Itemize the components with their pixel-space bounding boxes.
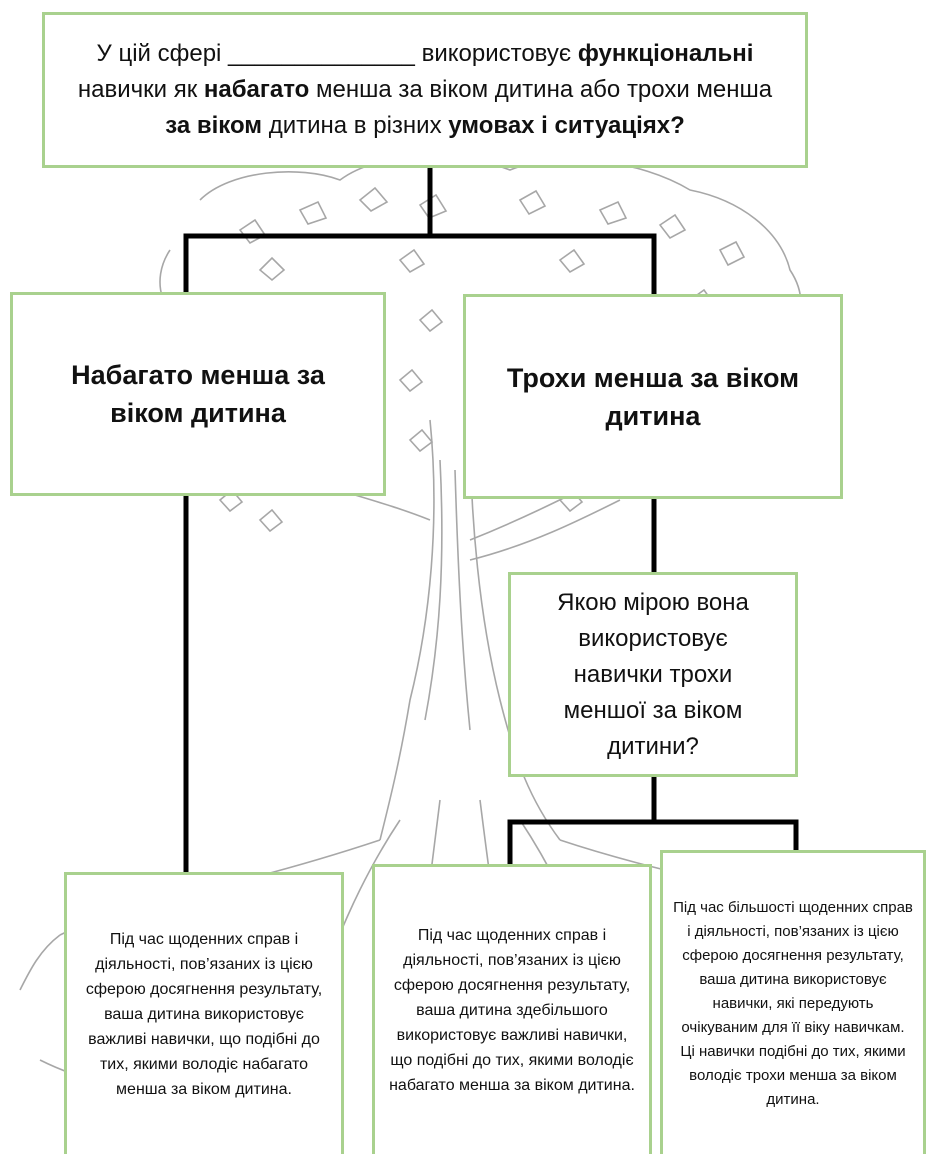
branch-much-younger: Набагато менша за віком дитина xyxy=(10,292,386,496)
branch-slightly-younger-label: Трохи менша за віком дитина xyxy=(506,362,800,431)
question-part: дитина в різних xyxy=(262,112,449,139)
leaf-text: Під час більшості щоденних справ і діяль… xyxy=(673,898,913,1108)
question-emphasis: набагато xyxy=(203,76,310,103)
question-emphasis: функціональні xyxy=(577,40,754,67)
leaf-text: Під час щоденних справ і діяльності, пов… xyxy=(389,927,635,1094)
followup-question-box: Якою мірою вона використовує навички тро… xyxy=(508,572,798,777)
question-emphasis: умовах і ситуаціях? xyxy=(448,112,685,139)
question-box: У цій сфері ______________ використовує … xyxy=(42,12,808,168)
leaf-text: Під час щоденних справ і діяльності, пов… xyxy=(85,931,323,1098)
question-text: У цій сфері ______________ використовує … xyxy=(65,36,785,144)
followup-question-text: Якою мірою вона використовує навички тро… xyxy=(557,588,749,760)
branch-much-younger-label: Набагато менша за віком дитина xyxy=(71,360,325,428)
question-part: У цій сфері ______________ використовує xyxy=(96,40,578,67)
leaf-box-1: Під час щоденних справ і діяльності, пов… xyxy=(64,872,344,1154)
leaf-box-3: Під час більшості щоденних справ і діяль… xyxy=(660,850,926,1154)
branch-slightly-younger: Трохи менша за віком дитина xyxy=(463,294,843,499)
question-emphasis: за віком xyxy=(165,112,263,139)
question-part: навички як xyxy=(77,76,204,103)
question-part: менша за віком дитина або трохи менша xyxy=(309,76,773,103)
leaf-box-2: Під час щоденних справ і діяльності, пов… xyxy=(372,864,652,1154)
